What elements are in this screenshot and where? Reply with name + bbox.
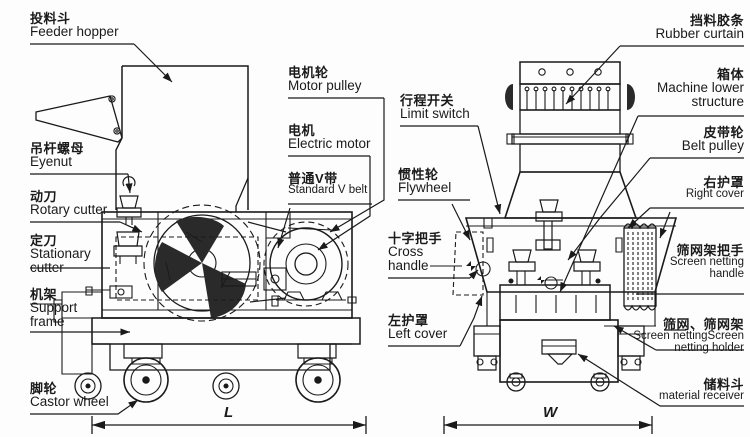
label-electric-motor: 电机 Electric motor [288, 124, 371, 151]
label-standard-v-belt-en: Standard V belt [288, 184, 368, 197]
label-machine-lower-structure: 箱体 Machine lower structure [657, 68, 744, 109]
label-rotary-cutter: 动刀 Rotary cutter [30, 190, 107, 217]
label-rubber-curtain-cn: 挡料胶条 [689, 13, 744, 28]
castor-wheels-front [473, 325, 645, 392]
label-electric-motor-cn: 电机 [288, 123, 316, 138]
label-feeder-hopper: 投料斗 Feeder hopper [30, 12, 119, 39]
label-screen-netting: 筛网、筛网架 Screen nettingScreen netting hold… [633, 318, 744, 355]
label-motor-pulley: 电机轮 Motor pulley [288, 66, 362, 93]
label-standard-v-belt-cn: 普通V带 [288, 171, 338, 186]
dimension-lines [91, 416, 653, 434]
rubber-curtain-pins [524, 86, 611, 110]
label-machine-lower-en2: structure [691, 94, 744, 110]
label-feeder-hopper-en: Feeder hopper [30, 24, 119, 40]
label-belt-pulley-cn: 皮带轮 [703, 125, 744, 140]
label-castor-wheel-en: Castor wheel [30, 394, 109, 410]
label-rotary-cutter-en: Rotary cutter [30, 202, 108, 218]
label-screen-netting-en1: Screen nettingScreen [633, 330, 744, 343]
label-stationary-cutter-cn: 定刀 [30, 233, 58, 248]
label-cross-handle: 十字把手 Cross handle [388, 232, 442, 273]
label-cross-handle-en2: handle [388, 258, 429, 274]
castor-wheels-side [74, 343, 341, 403]
leader-eyenut [125, 173, 133, 194]
leader-lines [30, 43, 744, 415]
label-castor-wheel: 脚轮 Castor wheel [30, 382, 109, 409]
label-cross-handle-cn: 十字把手 [388, 231, 443, 246]
label-support-frame: 机架 Support frame [30, 288, 77, 329]
front-view-group [430, 61, 678, 392]
label-motor-pulley-cn: 电机轮 [288, 65, 329, 80]
label-eyenut-cn: 吊杆螺母 [30, 141, 85, 156]
label-feeder-hopper-cn: 投料斗 [30, 11, 71, 26]
label-screen-netting-handle: 筛网架把手 Screen netting handle [670, 244, 744, 281]
label-material-receiver: 储料斗 material receiver [659, 378, 744, 403]
label-flywheel-cn: 惯性轮 [398, 167, 439, 182]
side-view-group [30, 65, 361, 403]
label-machine-lower-cn: 箱体 [716, 67, 744, 82]
label-stationary-cutter-en1: Stationary [30, 246, 91, 262]
label-left-cover: 左护罩 Left cover [388, 314, 447, 341]
cross-handle-top [535, 199, 563, 251]
label-limit-switch-en: Limit switch [400, 106, 470, 122]
dimension-label-width: W [543, 404, 558, 421]
label-belt-pulley-en: Belt pulley [681, 138, 744, 154]
eyenut-assembly [116, 176, 142, 225]
label-stationary-cutter: 定刀 Stationary cutter [30, 234, 91, 275]
label-left-cover-en: Left cover [388, 326, 448, 342]
label-belt-pulley: 皮带轮 Belt pulley [682, 126, 744, 153]
label-material-receiver-en: material receiver [659, 390, 744, 403]
label-cross-handle-en1: Cross [388, 244, 424, 260]
label-screen-handle-cn: 筛网架把手 [676, 243, 744, 258]
label-support-frame-en1: Support [30, 300, 78, 316]
label-limit-switch: 行程开关 Limit switch [400, 94, 470, 121]
right-cover-screen [615, 223, 657, 311]
leader-feeder-hopper [133, 43, 173, 83]
label-flywheel-en: Flywheel [398, 180, 452, 196]
label-eyenut: 吊杆螺母 Eyenut [30, 142, 84, 169]
label-rotary-cutter-cn: 动刀 [30, 189, 58, 204]
label-screen-netting-cn: 筛网、筛网架 [662, 317, 744, 332]
label-flywheel: 惯性轮 Flywheel [398, 168, 451, 195]
label-stationary-cutter-en2: cutter [30, 260, 64, 276]
leader-castor-wheel [30, 399, 139, 415]
label-screen-handle-en2: handle [709, 267, 744, 280]
label-screen-handle-en1: Screen netting [669, 256, 744, 269]
label-screen-netting-en2: netting holder [674, 341, 744, 354]
label-standard-v-belt: 普通V带 Standard V belt [288, 172, 367, 197]
label-motor-pulley-en: Motor pulley [288, 78, 362, 94]
label-machine-lower-en1: Machine lower [656, 80, 744, 96]
label-right-cover-en: Right cover [685, 188, 744, 201]
label-right-cover-cn: 右护罩 [703, 175, 744, 190]
label-eyenut-en: Eyenut [30, 154, 73, 170]
stationary-cutter-assembly [85, 231, 143, 299]
label-material-receiver-cn: 储料斗 [703, 377, 744, 392]
dimension-label-length: L [224, 404, 234, 421]
label-right-cover: 右护罩 Right cover [686, 176, 744, 201]
label-left-cover-cn: 左护罩 [388, 313, 429, 328]
label-support-frame-en2: frame [30, 314, 65, 330]
label-electric-motor-en: Electric motor [288, 136, 371, 152]
label-limit-switch-cn: 行程开关 [400, 93, 455, 108]
label-rubber-curtain-en: Rubber curtain [655, 26, 744, 42]
label-support-frame-cn: 机架 [30, 287, 58, 302]
label-rubber-curtain: 挡料胶条 Rubber curtain [655, 14, 744, 41]
label-castor-wheel-cn: 脚轮 [30, 381, 58, 396]
